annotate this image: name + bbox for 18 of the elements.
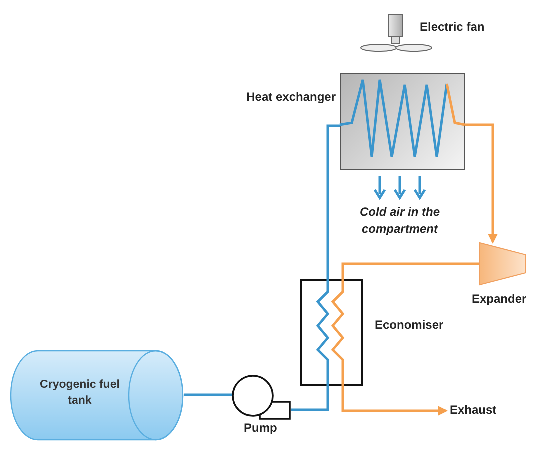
pipe-line bbox=[342, 386, 448, 416]
pipe-line bbox=[291, 386, 330, 412]
component-label: Heat exchanger bbox=[246, 90, 336, 104]
component-label: Pump bbox=[244, 421, 278, 435]
fan-label: Electric fan bbox=[420, 20, 485, 34]
pump-symbol bbox=[232, 374, 291, 420]
economiser-box bbox=[300, 279, 363, 386]
component-label: Expander bbox=[472, 292, 527, 306]
fuel-tank bbox=[10, 350, 184, 441]
expander-symbol bbox=[479, 242, 527, 286]
component-label: Economiser bbox=[375, 318, 444, 332]
pipe-line bbox=[184, 394, 232, 396]
pipe-line bbox=[326, 124, 340, 279]
pipe-line bbox=[342, 262, 479, 279]
note-text: Cold air in the compartment bbox=[358, 204, 441, 238]
pipe-line bbox=[465, 124, 498, 244]
tank-label: Cryogenic fuel tank bbox=[39, 378, 121, 409]
node-label: Exhaust bbox=[450, 403, 497, 417]
